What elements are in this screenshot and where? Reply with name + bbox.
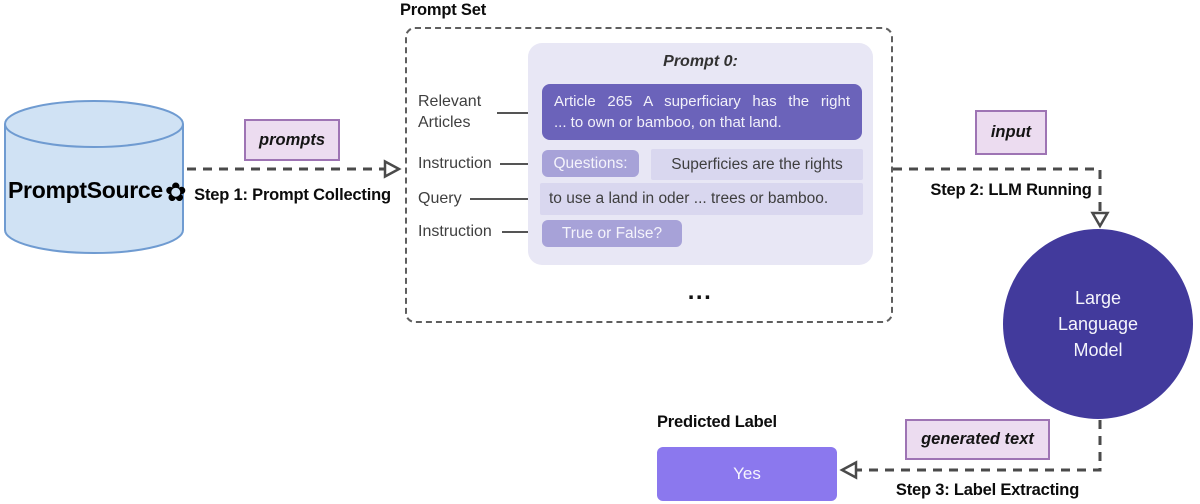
relevant-articles-label-line2: Articles	[418, 114, 471, 131]
database-cylinder-icon	[4, 100, 184, 254]
query-box-part1: Superficies are the rights	[651, 149, 863, 180]
input-chip-label: input	[990, 123, 1032, 141]
predicted-label-value-box: Yes	[657, 447, 837, 501]
instruction2-label: Instruction	[418, 223, 492, 240]
relevant-articles-label-line1: Relevant	[418, 93, 482, 110]
llm-label-line2: Language	[1057, 314, 1139, 334]
instruction1-label: Instruction	[418, 155, 492, 172]
step3-arrowhead-icon	[839, 460, 858, 480]
step1-arrowhead-icon	[383, 159, 402, 179]
article-text-line1: Article 265 A superficiary has the right	[554, 93, 850, 110]
input-chip: input	[975, 110, 1047, 155]
article-text-line2: ... to own or bamboo, on that land.	[554, 114, 782, 131]
prompt0-title: Prompt 0:	[663, 53, 738, 70]
step2-arrowhead-icon	[1090, 211, 1110, 229]
predicted-label-title: Predicted Label	[657, 413, 777, 431]
promptsource-label: PromptSource	[8, 177, 163, 203]
step3-label: Step 3: Label Extracting	[895, 481, 1080, 499]
llm-label-line1: Large	[1074, 288, 1122, 308]
query-label: Query	[418, 190, 462, 207]
more-prompts-ellipsis: ...	[687, 278, 713, 305]
instruction2-box: True or False?	[542, 220, 682, 247]
llm-label-line3: Model	[1073, 340, 1123, 360]
instruction1-box: Questions:	[542, 150, 639, 177]
relevant-articles-box: Article 265 A superficiary has the right…	[542, 84, 862, 140]
relevant-articles-label: Relevant Articles	[418, 91, 481, 133]
query-box-part2: to use a land in oder ... trees or bambo…	[540, 183, 863, 215]
llm-circle: Large Language Model	[1003, 229, 1193, 419]
prompt-set-title: Prompt Set	[400, 1, 487, 19]
promptsource-flower-icon: ✿	[164, 177, 187, 207]
prompts-chip: prompts	[244, 119, 340, 161]
step1-label: Step 1: Prompt Collecting	[194, 186, 391, 204]
prompts-chip-label: prompts	[259, 130, 325, 149]
generated-text-chip-label: generated text	[921, 430, 1034, 448]
promptsource-database: PromptSource✿	[8, 177, 187, 208]
step2-label: Step 2: LLM Running	[930, 181, 1092, 199]
generated-text-chip: generated text	[905, 419, 1050, 460]
prompt-set-box	[405, 27, 893, 323]
